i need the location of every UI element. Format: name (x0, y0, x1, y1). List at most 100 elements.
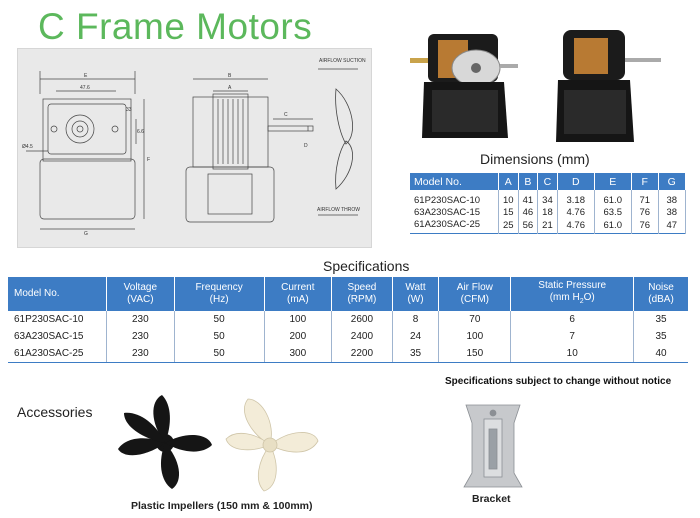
spec-cell: 70 (438, 311, 512, 328)
fan-blade-drawing (318, 68, 358, 216)
spec-header-model: Model No. (8, 277, 107, 311)
spec-cell: 50 (174, 311, 265, 328)
dim-cell: 4.76 (557, 206, 595, 218)
label-G: G (84, 231, 88, 237)
spec-header-speed: Speed(RPM) (331, 277, 393, 311)
spec-cell: 63A230SAC-15 (8, 328, 107, 345)
spec-cell: 35 (655, 314, 667, 325)
label-hole: Ø4.5 (22, 144, 33, 150)
specifications-table: Model No. Voltage(VAC) Frequency(Hz) Cur… (8, 277, 688, 363)
table-row: 61A230SAC-25 230 50 300 2200 35 150 10 4… (8, 345, 688, 363)
dimensions-header-row: Model No. A B C D E F G (410, 173, 686, 190)
page-title: C Frame Motors (38, 6, 313, 47)
spec-cell: 230 (106, 345, 175, 363)
dim-cell: 38 (658, 206, 686, 218)
spec-cell: 61P230SAC-10 (8, 311, 107, 328)
spec-cell: 35 (392, 345, 440, 363)
spec-cell: 2400 (331, 328, 393, 345)
spec-cell: 50 (174, 328, 265, 345)
table-row: 63A230SAC-15 230 50 200 2400 24 100 7 35 (8, 328, 688, 345)
label-A: A (228, 85, 232, 91)
impellers-image (118, 395, 319, 492)
dim-cell: 10 (498, 190, 519, 206)
black-impeller (118, 395, 212, 489)
spec-cell: 200 (264, 328, 333, 345)
motor-photo-left (410, 34, 518, 138)
dim-cell: 63.5 (594, 206, 632, 218)
label-airflow-suction: AIRFLOW SUCTION (319, 58, 366, 64)
bracket-image (463, 404, 523, 488)
spec-header-current: Current(mA) (264, 277, 333, 311)
dim-header-c: C (537, 173, 558, 190)
technical-drawing: E 47.6 F G Ø4.5 6.6 33 B A C D (17, 48, 372, 248)
specifications-note: Specifications subject to change without… (445, 376, 672, 387)
label-33: 33 (126, 107, 132, 113)
bracket-caption: Bracket (472, 493, 511, 505)
dim-cell: 4.76 (557, 218, 595, 234)
dim-cell: 63A230SAC-15 (410, 206, 499, 218)
dimensions-table: Model No. A B C D E F G 61P230SAC-10 10 … (410, 173, 686, 234)
label-B: B (228, 73, 232, 79)
dim-cell: 41 (518, 190, 539, 206)
dim-header-f: F (631, 173, 659, 190)
label-6-6: 6.6 (137, 129, 144, 135)
dim-header-model: Model No. (410, 173, 499, 190)
motor-photos (408, 20, 676, 148)
spec-cell: 230 (106, 328, 175, 345)
side-view (185, 78, 314, 223)
dim-cell: 15 (498, 206, 519, 218)
spec-cell: 2200 (331, 345, 393, 363)
table-row: 63A230SAC-15 15 46 18 4.76 63.5 76 38 (410, 206, 686, 218)
spec-cell: 7 (510, 328, 635, 345)
dim-cell: 18 (537, 206, 558, 218)
drawing-svg: E 47.6 F G Ø4.5 6.6 33 B A C D (22, 58, 366, 237)
dimensions-title: Dimensions (mm) (480, 151, 590, 167)
white-impeller (225, 398, 319, 492)
dim-cell: 71 (631, 190, 659, 206)
spec-cell: 300 (264, 345, 333, 363)
dim-cell: 21 (537, 218, 558, 234)
spec-header-frequency: Frequency(Hz) (174, 277, 265, 311)
spec-cell: 6 (510, 311, 635, 328)
spec-header-watt: Watt(W) (392, 277, 440, 311)
dim-cell: 3.18 (557, 190, 595, 206)
label-F: F (147, 157, 150, 163)
spec-header-noise: Noise(dBA) (633, 277, 688, 311)
spec-cell: 10 (510, 345, 635, 363)
spec-cell: 150 (438, 345, 512, 363)
dim-header-d: D (557, 173, 595, 190)
spec-cell: 100 (264, 311, 333, 328)
dim-cell: 46 (518, 206, 539, 218)
label-47-6: 47.6 (80, 85, 90, 91)
dim-cell: 61.0 (594, 218, 632, 234)
spec-cell: 230 (106, 311, 175, 328)
spec-cell: 100 (438, 328, 512, 345)
dim-cell: 76 (631, 218, 659, 234)
dim-cell: 76 (631, 206, 659, 218)
dim-header-a: A (498, 173, 519, 190)
spec-cell: 8 (392, 311, 440, 328)
spec-header-airflow: Air Flow(CFM) (438, 277, 512, 311)
dim-cell: 61A230SAC-25 (410, 218, 499, 234)
dim-cell: 25 (498, 218, 519, 234)
spec-cell: 40 (633, 345, 688, 363)
spec-header-voltage: Voltage(VAC) (106, 277, 175, 311)
dim-cell: 61P230SAC-10 (410, 190, 499, 206)
spec-cell: 24 (392, 328, 440, 345)
label-E: E (84, 73, 88, 79)
specifications-header-row: Model No. Voltage(VAC) Frequency(Hz) Cur… (8, 277, 688, 311)
dim-header-b: B (518, 173, 539, 190)
dim-header-g: G (658, 173, 686, 190)
table-row: 61P230SAC-10 10 41 34 3.18 61.0 71 38 (410, 190, 686, 206)
dim-header-e: E (594, 173, 632, 190)
label-airflow-throw: AIRFLOW THROW (317, 207, 360, 213)
spec-cell: 50 (174, 345, 265, 363)
spec-cell: 61A230SAC-25 (8, 345, 107, 363)
table-row: 61A230SAC-25 25 56 21 4.76 61.0 76 47 (410, 218, 686, 234)
spec-header-static-pressure: Static Pressure(mm H2O) (510, 277, 635, 311)
label-C: C (284, 112, 288, 118)
front-view (26, 71, 145, 230)
table-row: 61P230SAC-10 230 50 100 2600 8 70 6 35 (8, 311, 688, 328)
spec-cell: 2600 (331, 311, 393, 328)
motor-photo-right (556, 30, 661, 142)
